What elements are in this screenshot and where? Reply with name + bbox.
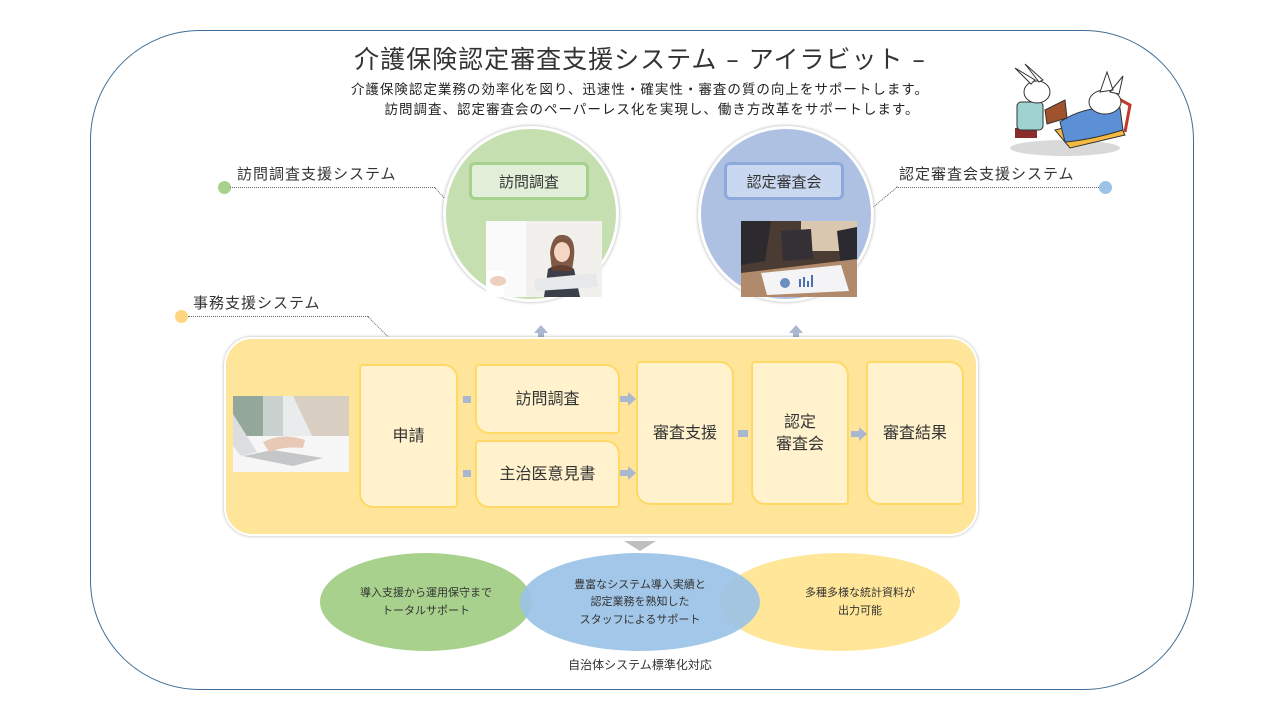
connector [463, 396, 471, 403]
meeting-with-charts-photo-icon [741, 221, 857, 297]
step-committee-line-1: 認定 [783, 411, 816, 431]
feature-total-support: 導入支援から運用保守までトータルサポート [320, 553, 532, 651]
leader-line [230, 187, 435, 188]
subtitle-line-1: 介護保険認定業務の効率化を図り、迅速性・確実性・審査の質の向上をサポートします。 [350, 82, 930, 98]
visit-survey-label: 訪問調査 [469, 162, 589, 200]
feature-line: 豊富なシステム導入実績と [574, 577, 706, 591]
feature-line: 出力可能 [838, 604, 882, 617]
feature-statistics: 多種多様な統計資料が出力可能 [720, 553, 960, 651]
woman-with-documents-photo-icon [486, 221, 602, 297]
feature-line: 導入支援から運用保守まで [360, 586, 492, 600]
typing-on-laptop-photo-icon [233, 396, 349, 472]
step-committee: 認定 審査会 [751, 361, 849, 505]
committee-circle: 認定審査会 [698, 126, 874, 302]
office-support-system-label: 事務支援システム [193, 294, 321, 312]
committee-support-system-label: 認定審査会支援システム [899, 165, 1075, 183]
office-support-dot [175, 310, 188, 323]
outer-frame [90, 30, 1194, 690]
connector [738, 430, 748, 437]
feature-line: 認定業務を熟知した [590, 595, 690, 609]
step-visit-survey: 訪問調査 [475, 364, 620, 434]
step-application: 申請 [359, 364, 458, 508]
feature-line: スタッフによるサポート [579, 612, 701, 626]
feature-line: 多種多様な統計資料が [805, 586, 915, 600]
leader-line [898, 187, 1099, 188]
subtitle-line-2: 訪問調査、認定審査会のペーパーレス化を実現し、働き方改革をサポートします。 [384, 102, 920, 118]
rabbit-mascot-icon [1010, 63, 1132, 156]
feature-line: トータルサポート [382, 604, 470, 617]
page-title: 介護保険認定審査支援システム – アイラビット – [354, 45, 926, 74]
right-arrow-icon [620, 466, 636, 480]
standardization-note: 自治体システム標準化対応 [568, 658, 712, 672]
committee-label: 認定審査会 [724, 162, 844, 200]
down-triangle-icon [624, 541, 656, 551]
leader-line [188, 316, 368, 317]
step-review-support: 審査支援 [636, 361, 734, 505]
step-result: 審査結果 [866, 361, 964, 505]
visit-support-system-label: 訪問調査支援システム [237, 165, 397, 183]
visit-survey-circle: 訪問調査 [443, 126, 619, 302]
step-doctor-opinion: 主治医意見書 [475, 440, 620, 508]
feature-experienced-staff: 豊富なシステム導入実績と認定業務を熟知したスタッフによるサポート [520, 553, 760, 651]
committee-support-dot [1099, 181, 1112, 194]
step-committee-line-2: 審査会 [775, 434, 824, 453]
right-arrow-icon [620, 392, 636, 406]
connector [463, 470, 471, 477]
visit-support-dot [218, 181, 231, 194]
right-arrow-icon [851, 427, 867, 441]
